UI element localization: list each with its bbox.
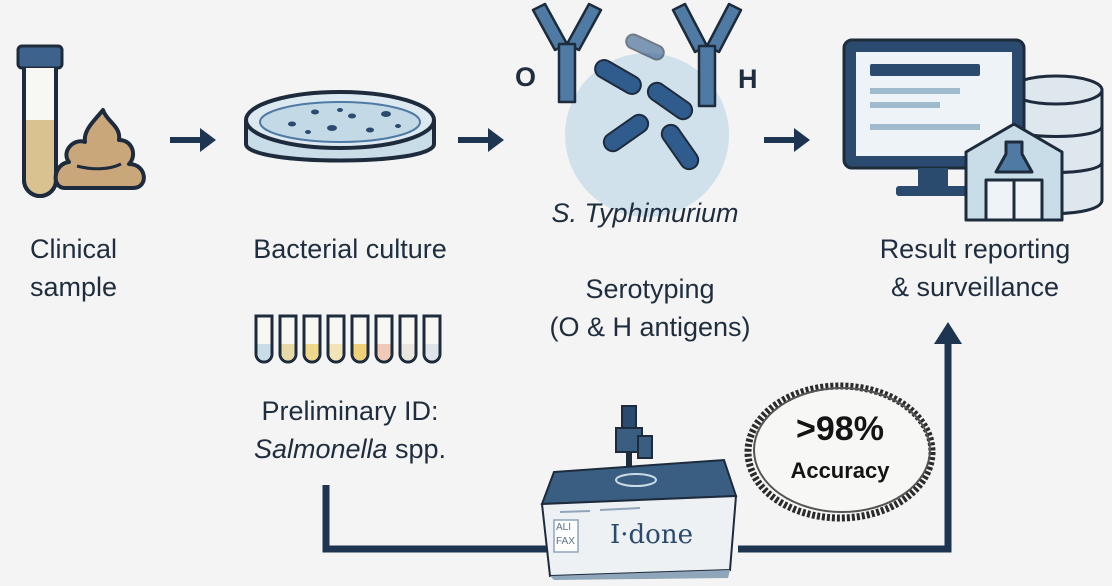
device-brand-label: I·done	[610, 520, 693, 550]
accuracy-value: >98%	[742, 410, 938, 449]
analyzer-device-icon	[540, 400, 740, 580]
device-badge-line-1: ALI	[556, 522, 571, 533]
accuracy-circle	[742, 378, 942, 528]
device-badge-line-2: FAX	[556, 536, 575, 547]
connector-line-left	[326, 485, 548, 549]
accuracy-label: Accuracy	[742, 458, 938, 484]
arrow-up-icon	[934, 322, 962, 344]
